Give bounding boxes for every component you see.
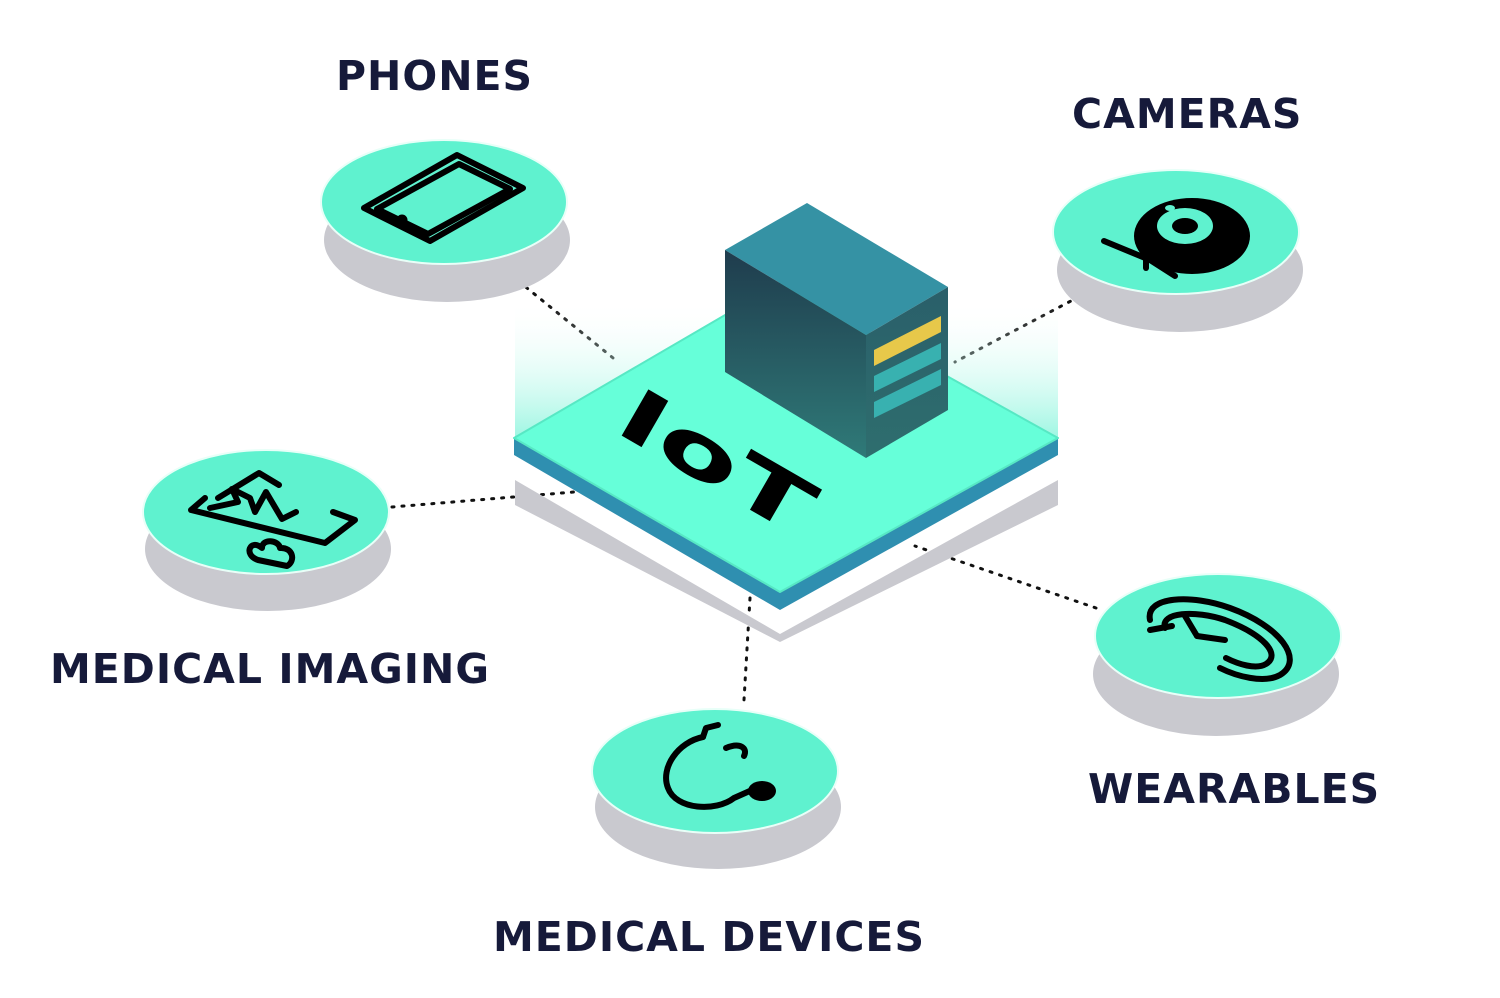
- wearable-band-icon: [1146, 596, 1293, 682]
- label-medical-imaging: MEDICAL IMAGING: [50, 645, 490, 693]
- label-phones: PHONES: [336, 52, 534, 100]
- node-phones[interactable]: [320, 139, 570, 302]
- node-cameras[interactable]: [1052, 169, 1303, 332]
- platform-shadow: [515, 480, 1058, 642]
- label-medical-devices: MEDICAL DEVICES: [493, 913, 925, 961]
- node-medical-imaging[interactable]: [142, 449, 391, 611]
- node-wearables[interactable]: [1093, 573, 1342, 736]
- label-cameras: CAMERAS: [1072, 90, 1303, 138]
- connector-medical-imaging: [390, 490, 576, 509]
- connector-medical-devices: [742, 596, 752, 702]
- label-wearables: WEARABLES: [1088, 765, 1381, 813]
- node-medical-devices[interactable]: [591, 708, 841, 869]
- stethoscope-icon: [663, 722, 776, 810]
- heart-scan-icon: [188, 470, 358, 569]
- platform-top: [513, 282, 1059, 593]
- tablet-icon: [361, 152, 526, 244]
- webcam-icon: [1101, 198, 1250, 279]
- server-tower-icon: [725, 203, 948, 458]
